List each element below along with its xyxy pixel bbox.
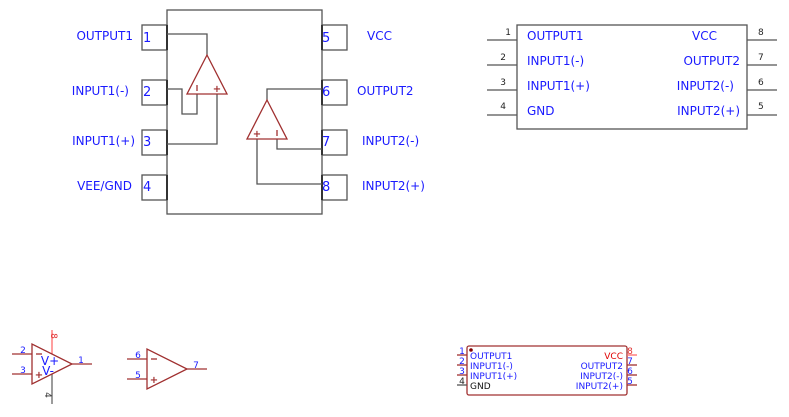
box-pin-lines — [487, 39, 777, 116]
dip-pin-tab-6[interactable] — [321, 79, 348, 106]
box-pin-number: 7 — [758, 53, 764, 63]
dip-opamp-2: + — [245, 98, 289, 140]
small-box-pin-label: VCC — [604, 352, 623, 362]
small-box-pin-number: 5 — [627, 377, 633, 387]
dip-pin-number: 2 — [143, 85, 151, 100]
small-box-pin-label: INPUT2(-) — [580, 372, 623, 382]
small-box-pin-number: 6 — [627, 367, 633, 377]
dip-body — [166, 9, 323, 215]
small-box-pin-number: 8 — [627, 347, 633, 357]
pin-number-plus: 5 — [135, 371, 141, 381]
small-box-pin-number: 7 — [627, 357, 633, 367]
pin-number-output: 1 — [78, 356, 84, 366]
box-pin-number: 4 — [500, 102, 506, 112]
dip-pin-label: INPUT1(-) — [72, 84, 129, 98]
pin-number-plus: 3 — [20, 366, 26, 376]
dip-package: 1 2 3 4 5 6 7 8 OUTPUT1 INPUT1(-) INPUT1… — [72, 9, 425, 215]
small-box-pin-number: 2 — [459, 357, 465, 367]
vplus-label: V+ — [41, 354, 59, 368]
pin-number-minus: 2 — [20, 346, 26, 356]
vminus-label: V- — [42, 364, 54, 378]
dip-pin-number: 8 — [322, 180, 330, 195]
box-pin-number: 8 — [758, 28, 764, 38]
pin-number-vminus: 4 — [42, 392, 52, 398]
dip-pin-tab-2[interactable] — [141, 79, 168, 106]
dip-opamp-1: + — [185, 53, 229, 95]
dip-pin-label: OUTPUT1 — [76, 29, 133, 43]
dip-pin-tab-4[interactable] — [141, 174, 168, 201]
wire-in2-minus — [276, 139, 322, 150]
small-box-pin-label: GND — [470, 382, 491, 392]
dip-pin-number: 6 — [322, 85, 330, 100]
dip-pin-number: 1 — [143, 31, 151, 46]
box-pin-number: 3 — [500, 78, 506, 88]
opamp-unit-a[interactable]: + V+ V- 2 3 1 8 4 — [12, 330, 92, 404]
dip-pin-number: 7 — [322, 135, 330, 150]
small-box-pin-label: OUTPUT2 — [581, 362, 623, 372]
dip-pin-label: INPUT2(+) — [362, 179, 425, 193]
small-box-pin-number: 4 — [459, 377, 465, 387]
box-symbol: 1 2 3 4 8 7 6 5 OUTPUT1 INPUT1(-) INPUT1… — [487, 24, 777, 130]
dip-pin-tab-1[interactable] — [141, 24, 168, 51]
wire-in2-plus — [256, 139, 322, 185]
wire-out1 — [167, 33, 208, 55]
small-box-pin-number: 3 — [459, 367, 465, 377]
box-pin-label: INPUT1(+) — [527, 79, 590, 93]
opamp-triangle — [245, 98, 289, 140]
pin-number-minus: 6 — [135, 351, 141, 361]
wire-in1-plus — [167, 94, 218, 145]
box-pin-label: INPUT2(+) — [677, 104, 740, 118]
opamp-triangle — [185, 53, 229, 95]
pin1-marker-icon — [469, 348, 473, 352]
dip-wiring — [167, 33, 322, 185]
small-box-pin-number: 1 — [459, 347, 465, 357]
dip-pin-label: INPUT1(+) — [72, 134, 135, 148]
small-box-pin-label: INPUT1(+) — [470, 372, 517, 382]
dip-pin-number: 4 — [143, 180, 151, 195]
plus-sign-icon: + — [35, 370, 43, 381]
dip-pin-label: INPUT2(-) — [362, 134, 419, 148]
dip-pin-number: 5 — [322, 31, 330, 46]
box-pin-number: 5 — [758, 102, 764, 112]
box-pin-number: 6 — [758, 78, 764, 88]
box-pin-number: 2 — [500, 53, 506, 63]
small-box-pin-label: INPUT1(-) — [470, 362, 513, 372]
dip-pin-number: 3 — [143, 135, 151, 150]
box-pin-number: 1 — [505, 28, 511, 38]
pin-number-vplus: 8 — [48, 333, 58, 339]
small-box-body[interactable] — [466, 345, 628, 396]
small-box-symbol[interactable]: 1 2 3 4 8 7 6 5 OUTPUT1 INPUT1(-) INPUT1… — [457, 345, 637, 396]
box-pin-label: INPUT1(-) — [527, 54, 584, 68]
small-box-pin-label: INPUT2(+) — [576, 382, 623, 392]
wire-in1-minus — [167, 88, 198, 115]
box-pin-label: INPUT2(-) — [677, 79, 734, 93]
plus-sign-icon: + — [150, 375, 158, 386]
pin-number-output: 7 — [193, 361, 199, 371]
plus-sign-icon: + — [213, 84, 221, 95]
dip-pin-label: OUTPUT2 — [357, 84, 414, 98]
opamp-unit-b[interactable]: + 6 5 7 — [127, 347, 207, 391]
dip-pin-label: VEE/GND — [77, 179, 132, 193]
box-pin-label: OUTPUT1 — [527, 29, 584, 43]
dip-pin-label: VCC — [367, 29, 392, 43]
small-box-pin-label: OUTPUT1 — [470, 352, 512, 362]
box-pin-label: GND — [527, 104, 555, 118]
plus-sign-icon: + — [253, 129, 261, 140]
box-body[interactable] — [516, 24, 748, 130]
wire-out2 — [266, 88, 322, 100]
box-pin-label: VCC — [692, 29, 717, 43]
box-pin-label: OUTPUT2 — [683, 54, 740, 68]
